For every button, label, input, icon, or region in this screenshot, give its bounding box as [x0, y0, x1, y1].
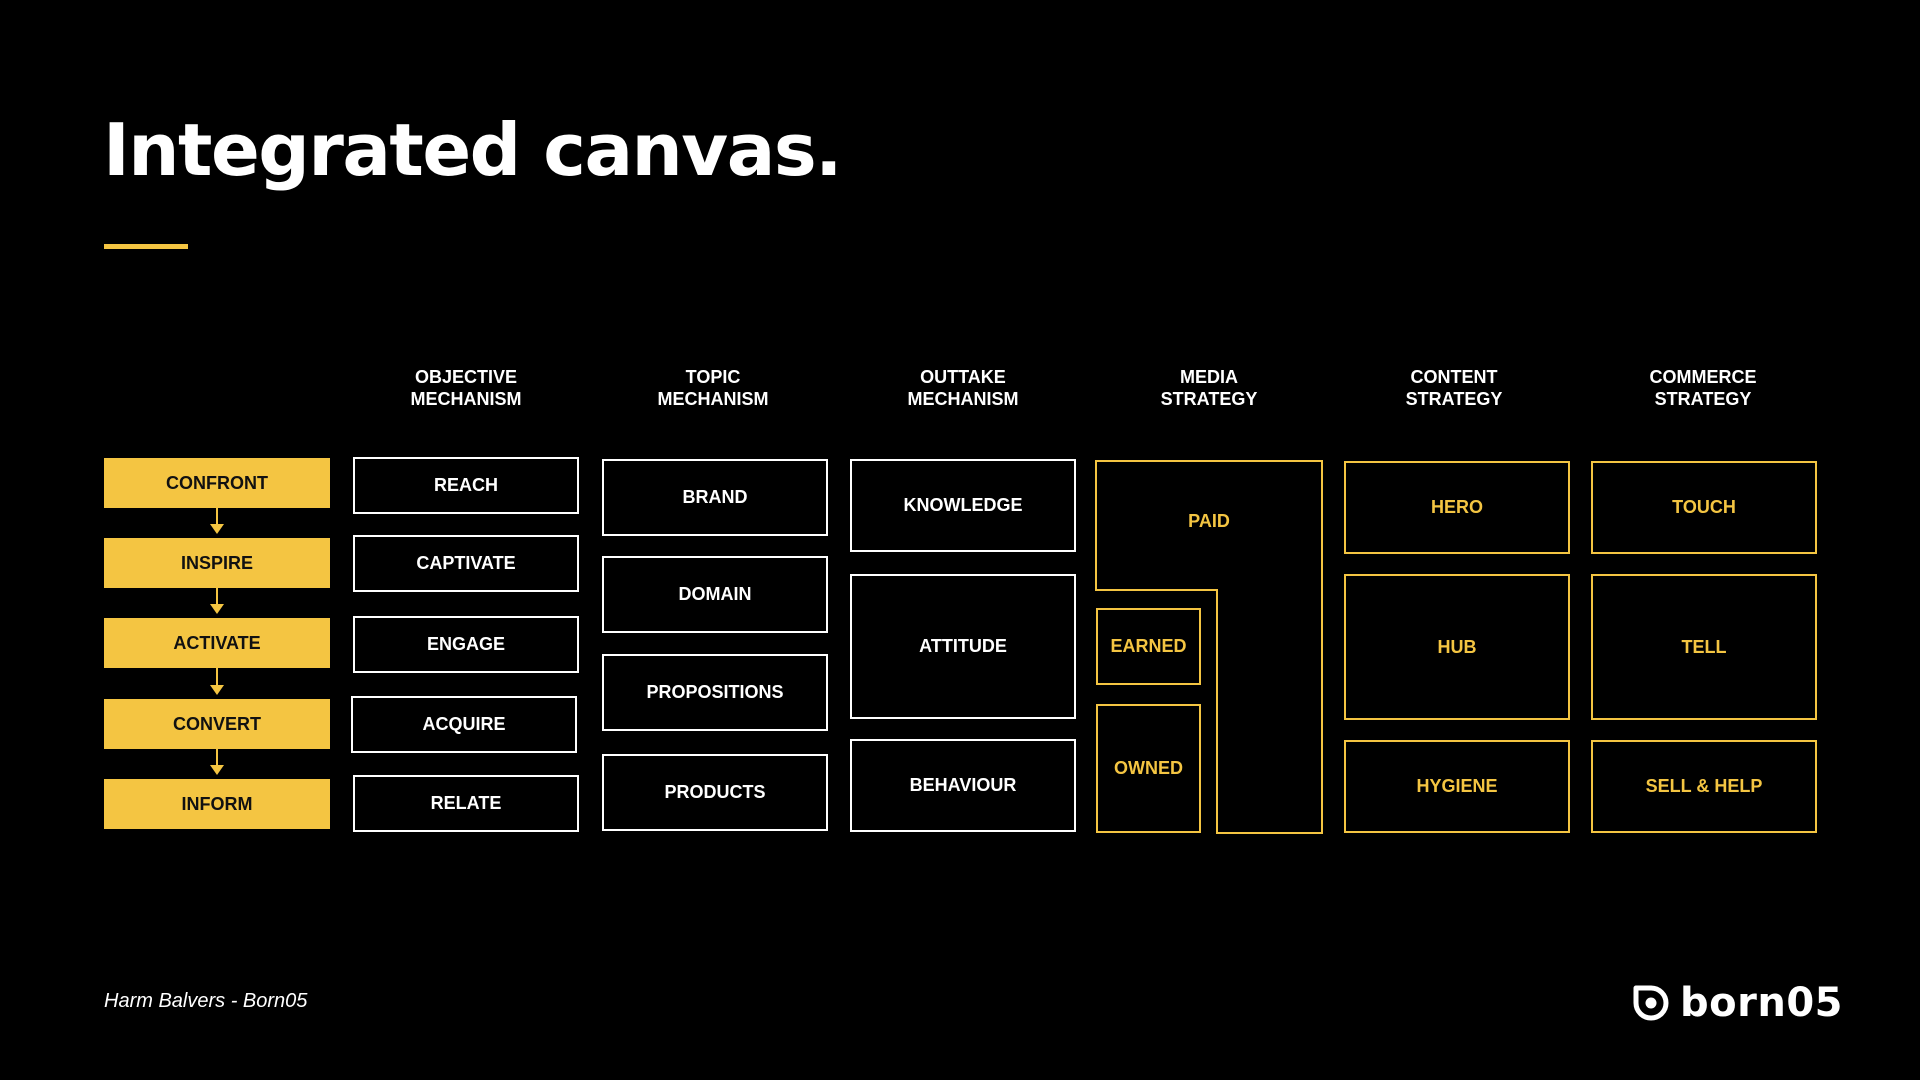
funnel-arrow: [210, 588, 224, 614]
born05-logo-icon: [1633, 985, 1669, 1021]
content-hero: HERO: [1344, 461, 1570, 554]
heading-topic-mechanism: TOPIC MECHANISM: [657, 367, 769, 409]
heading-media-strategy: MEDIA STRATEGY: [1160, 367, 1258, 409]
page-title: Integrated canvas.: [103, 108, 843, 192]
logo-wordmark: born05: [1680, 980, 1843, 1026]
funnel-step-activate: ACTIVATE: [104, 618, 330, 668]
heading-outtake-mechanism: OUTTAKE MECHANISM: [907, 367, 1019, 409]
media-paid-label: PAID: [1188, 510, 1230, 531]
heading-commerce-strategy: COMMERCE STRATEGY: [1649, 367, 1757, 409]
objective-captivate: CAPTIVATE: [353, 535, 579, 592]
title-accent-rule: [104, 244, 188, 249]
funnel-step-convert: CONVERT: [104, 699, 330, 749]
outtake-attitude: ATTITUDE: [850, 574, 1076, 719]
content-hygiene: HYGIENE: [1344, 740, 1570, 833]
outtake-behaviour: BEHAVIOUR: [850, 739, 1076, 832]
objective-relate: RELATE: [353, 775, 579, 832]
commerce-touch: TOUCH: [1591, 461, 1817, 554]
funnel-arrow: [210, 749, 224, 775]
funnel-step-inform: INFORM: [104, 779, 330, 829]
funnel-arrow: [210, 668, 224, 695]
footer-credit: Harm Balvers - Born05: [104, 990, 308, 1012]
heading-content-strategy: CONTENT STRATEGY: [1405, 367, 1503, 409]
topic-propositions: PROPOSITIONS: [602, 654, 828, 731]
media-earned: EARNED: [1096, 608, 1201, 685]
media-owned: OWNED: [1096, 704, 1201, 833]
commerce-sell-and-help: SELL & HELP: [1591, 740, 1817, 833]
objective-reach: REACH: [353, 457, 579, 514]
funnel-step-inspire: INSPIRE: [104, 538, 330, 588]
topic-domain: DOMAIN: [602, 556, 828, 633]
content-hub: HUB: [1344, 574, 1570, 720]
objective-engage: ENGAGE: [353, 616, 579, 673]
funnel-step-confront: CONFRONT: [104, 458, 330, 508]
heading-objective-mechanism: OBJECTIVE MECHANISM: [410, 367, 522, 409]
commerce-tell: TELL: [1591, 574, 1817, 720]
objective-acquire: ACQUIRE: [351, 696, 577, 753]
topic-products: PRODUCTS: [602, 754, 828, 831]
brand-logo: born05: [1630, 980, 1843, 1026]
outtake-knowledge: KNOWLEDGE: [850, 459, 1076, 552]
topic-brand: BRAND: [602, 459, 828, 536]
funnel-arrow: [210, 508, 224, 534]
